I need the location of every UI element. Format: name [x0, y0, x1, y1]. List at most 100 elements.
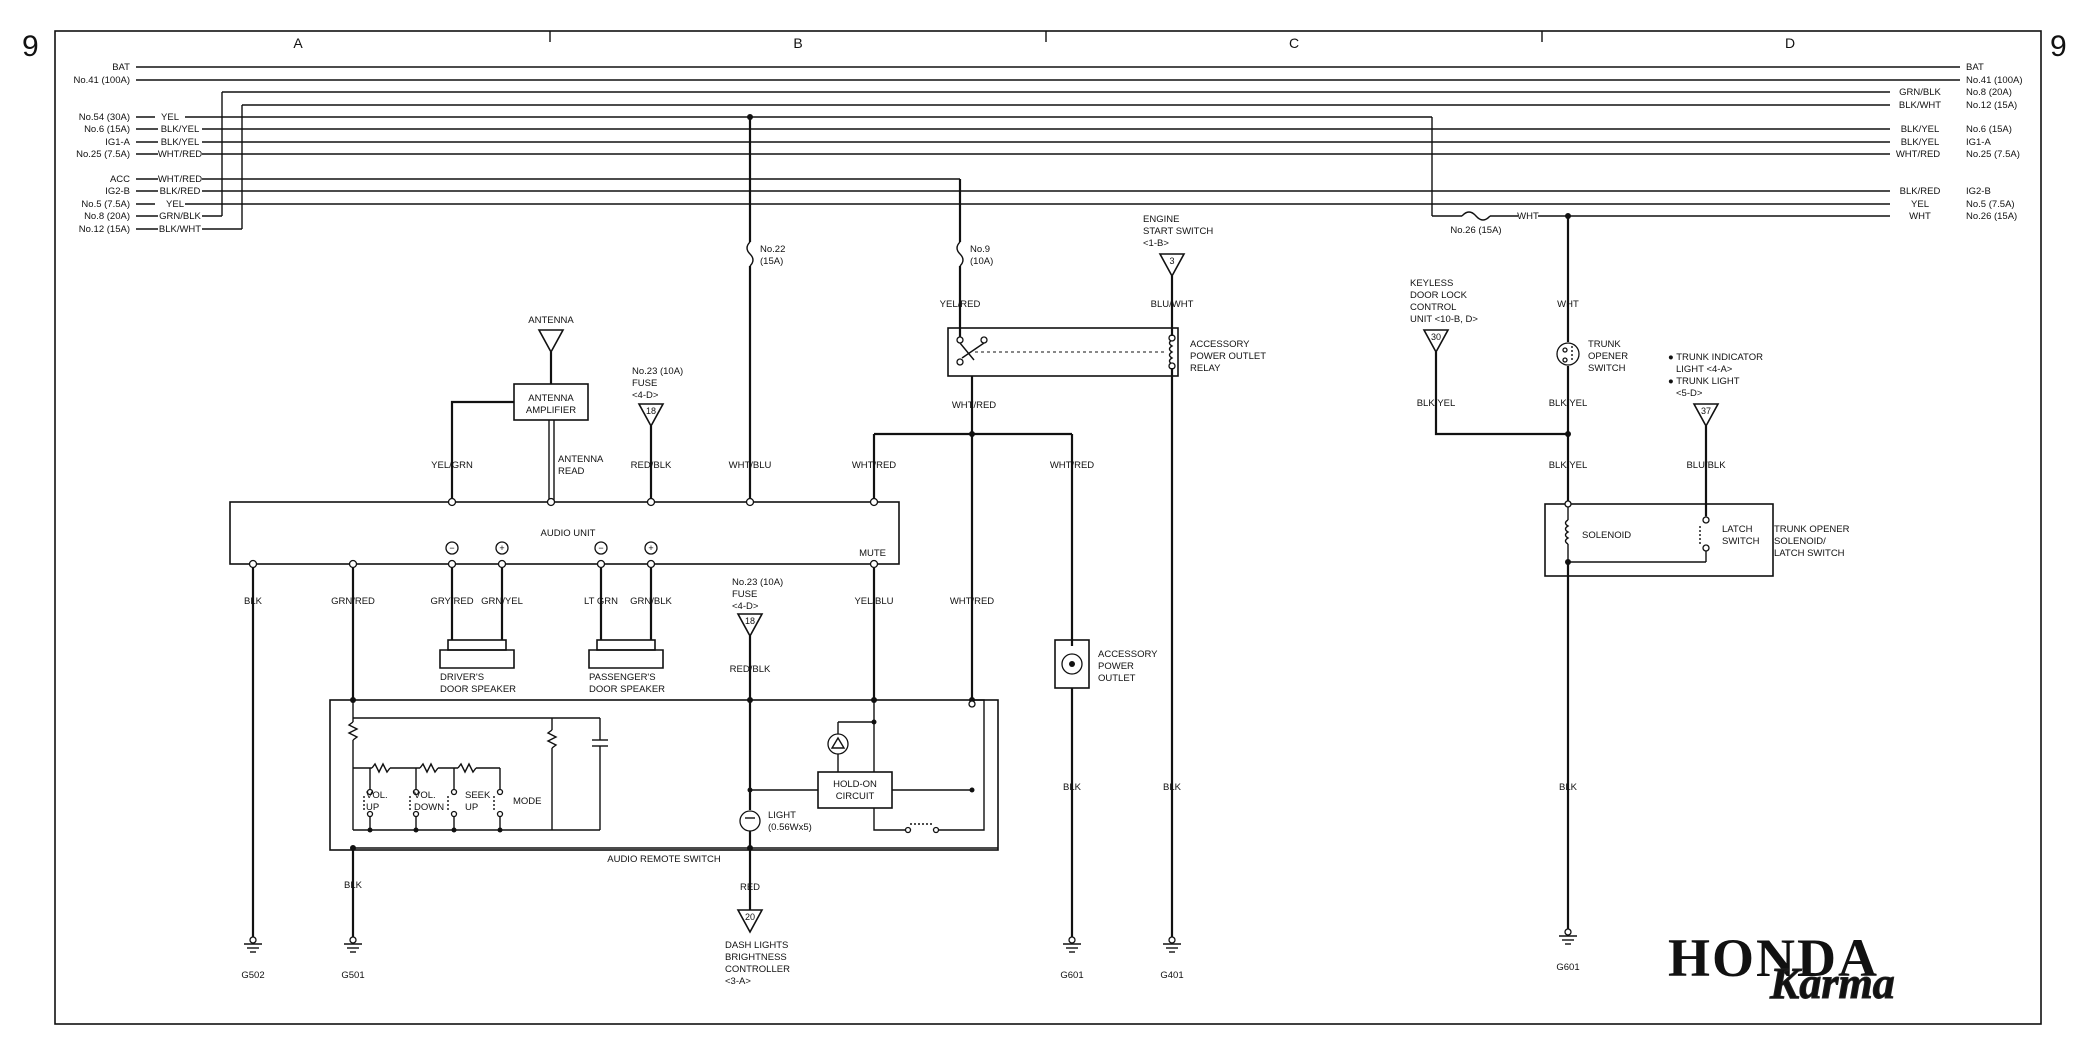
svg-text:GRN/BLK: GRN/BLK	[630, 596, 672, 607]
column-c: C	[1289, 35, 1299, 51]
svg-text:START SWITCH: START SWITCH	[1143, 226, 1213, 237]
svg-text:WHT: WHT	[1909, 211, 1931, 222]
svg-text:YEL/GRN: YEL/GRN	[431, 460, 473, 471]
svg-text:BLK: BLK	[344, 880, 363, 891]
passengers-door-speaker: LT GRN GRN/BLK PASSENGER'S DOOR SPEAKER	[584, 568, 673, 695]
svg-text:No.41 (100A): No.41 (100A)	[1966, 75, 2023, 86]
svg-text:(10A): (10A)	[970, 256, 993, 267]
svg-text:WHT/BLU: WHT/BLU	[729, 460, 772, 471]
svg-text:KEYLESS: KEYLESS	[1410, 278, 1453, 289]
svg-text:UP: UP	[465, 802, 478, 813]
svg-text:ANTENNA: ANTENNA	[528, 393, 574, 404]
svg-text:GRN/BLK: GRN/BLK	[1899, 87, 1941, 98]
svg-text:● TRUNK LIGHT: ● TRUNK LIGHT	[1668, 376, 1740, 387]
svg-text:UP: UP	[366, 802, 379, 813]
svg-text:No.22: No.22	[760, 244, 785, 255]
svg-text:AMPLIFIER: AMPLIFIER	[526, 405, 576, 416]
svg-text:TRUNK OPENER: TRUNK OPENER	[1774, 524, 1850, 535]
svg-text:WHT/RED: WHT/RED	[952, 400, 996, 411]
svg-text:ACCESSORY: ACCESSORY	[1190, 339, 1250, 350]
svg-text:BLK/YEL: BLK/YEL	[1417, 398, 1456, 409]
svg-text:ACCESSORY: ACCESSORY	[1098, 649, 1158, 660]
svg-text:OUTLET: OUTLET	[1098, 673, 1136, 684]
fuse-no26: No.26 (15A) WHT	[1450, 211, 1571, 236]
trunk-light: ● TRUNK INDICATOR LIGHT <4-A> ● TRUNK LI…	[1668, 352, 1763, 516]
svg-text:DOOR SPEAKER: DOOR SPEAKER	[440, 684, 516, 695]
svg-text:GRN/YEL: GRN/YEL	[481, 596, 523, 607]
antenna: ANTENNA ANTENNA AMPLIFIER YEL/GRN ANTENN…	[431, 315, 604, 502]
svg-text:● TRUNK INDICATOR: ● TRUNK INDICATOR	[1668, 352, 1763, 363]
svg-text:ANTENNA: ANTENNA	[528, 315, 574, 326]
svg-text:WHT/RED: WHT/RED	[1050, 460, 1094, 471]
svg-text:LIGHT: LIGHT	[768, 810, 796, 821]
svg-text:+: +	[648, 543, 653, 553]
svg-text:RED/BLK: RED/BLK	[631, 460, 672, 471]
svg-text:LT GRN: LT GRN	[584, 596, 618, 607]
svg-text:No.41 (100A): No.41 (100A)	[73, 75, 130, 86]
svg-text:No.9: No.9	[970, 244, 990, 255]
svg-text:BLU/WHT: BLU/WHT	[1151, 299, 1194, 310]
svg-text:BLU/BLK: BLU/BLK	[1686, 460, 1726, 471]
svg-text:FUSE: FUSE	[732, 589, 757, 600]
svg-text:+: +	[499, 543, 504, 553]
svg-text:WHT: WHT	[1557, 299, 1579, 310]
svg-text:BAT: BAT	[1966, 62, 1984, 73]
drivers-door-speaker: GRY/RED GRN/YEL DRIVER'S DOOR SPEAKER	[430, 568, 523, 695]
svg-text:LATCH SWITCH: LATCH SWITCH	[1774, 548, 1845, 559]
svg-text:BLK/YEL: BLK/YEL	[161, 137, 200, 148]
svg-text:WHT/RED: WHT/RED	[852, 460, 896, 471]
svg-text:SWITCH: SWITCH	[1588, 363, 1626, 374]
svg-text:BLK: BLK	[1063, 782, 1082, 793]
svg-text:DASH LIGHTS: DASH LIGHTS	[725, 940, 788, 951]
fuse23-mid: No.23 (10A) FUSE <4-D> 18 RED/BLK	[730, 577, 783, 810]
column-d: D	[1785, 35, 1795, 51]
svg-text:No.8 (20A): No.8 (20A)	[1966, 87, 2012, 98]
svg-text:No.23 (10A): No.23 (10A)	[632, 366, 683, 377]
svg-text:No.26 (15A): No.26 (15A)	[1966, 211, 2017, 222]
svg-text:WHT/RED: WHT/RED	[158, 174, 202, 185]
svg-text:BLK/YEL: BLK/YEL	[1549, 460, 1588, 471]
svg-text:No.12 (15A): No.12 (15A)	[79, 224, 130, 235]
svg-text:No.12 (15A): No.12 (15A)	[1966, 100, 2017, 111]
svg-text:Karma: Karma	[1769, 959, 1895, 1008]
svg-text:30: 30	[1431, 332, 1441, 342]
svg-text:<3-A>: <3-A>	[725, 976, 751, 987]
svg-text:−: −	[598, 543, 603, 553]
svg-text:IG2-B: IG2-B	[105, 186, 130, 197]
svg-text:No.26 (15A): No.26 (15A)	[1450, 225, 1501, 236]
svg-text:BLK: BLK	[244, 596, 263, 607]
svg-text:No.23 (10A): No.23 (10A)	[732, 577, 783, 588]
svg-text:No.6 (15A): No.6 (15A)	[1966, 124, 2012, 135]
svg-text:<5-D>: <5-D>	[1676, 388, 1703, 399]
svg-text:RELAY: RELAY	[1190, 363, 1221, 374]
page-number-left: 9	[22, 30, 39, 63]
svg-text:No.25 (7.5A): No.25 (7.5A)	[76, 149, 130, 160]
svg-text:DOOR LOCK: DOOR LOCK	[1410, 290, 1468, 301]
vol-up-label: VOL.	[366, 790, 388, 801]
svg-text:LIGHT <4-A>: LIGHT <4-A>	[1676, 364, 1733, 375]
svg-text:BLK/YEL: BLK/YEL	[161, 124, 200, 135]
svg-text:CONTROL: CONTROL	[1410, 302, 1456, 313]
svg-text:SOLENOID/: SOLENOID/	[1774, 536, 1826, 547]
svg-text:UNIT <10-B, D>: UNIT <10-B, D>	[1410, 314, 1478, 325]
svg-text:DRIVER'S: DRIVER'S	[440, 672, 484, 683]
svg-text:POWER: POWER	[1098, 661, 1134, 672]
audio-remote-switch: AUDIO REMOTE SWITCH	[329, 697, 999, 865]
dash-lights-controller: RED 20 DASH LIGHTS BRIGHTNESS CONTROLLER…	[725, 848, 790, 987]
fuse23-top: No.23 (10A) FUSE <4-D> 18 RED/BLK	[631, 366, 683, 502]
svg-text:BLK: BLK	[1559, 782, 1578, 793]
svg-text:(15A): (15A)	[760, 256, 783, 267]
svg-text:DOOR SPEAKER: DOOR SPEAKER	[589, 684, 665, 695]
svg-text:BLK/RED: BLK/RED	[1900, 186, 1941, 197]
svg-text:TRUNK: TRUNK	[1588, 339, 1621, 350]
diagram-frame	[54, 30, 2042, 1025]
svg-text:RED: RED	[740, 882, 760, 893]
svg-text:YEL: YEL	[166, 199, 184, 210]
svg-text:YEL: YEL	[1911, 199, 1929, 210]
svg-text:GRN/BLK: GRN/BLK	[159, 211, 201, 222]
svg-text:IG2-B: IG2-B	[1966, 186, 1991, 197]
ground-g502: BLK G502	[241, 568, 265, 981]
svg-text:DOWN: DOWN	[414, 802, 444, 813]
svg-text:BAT: BAT	[112, 62, 130, 73]
